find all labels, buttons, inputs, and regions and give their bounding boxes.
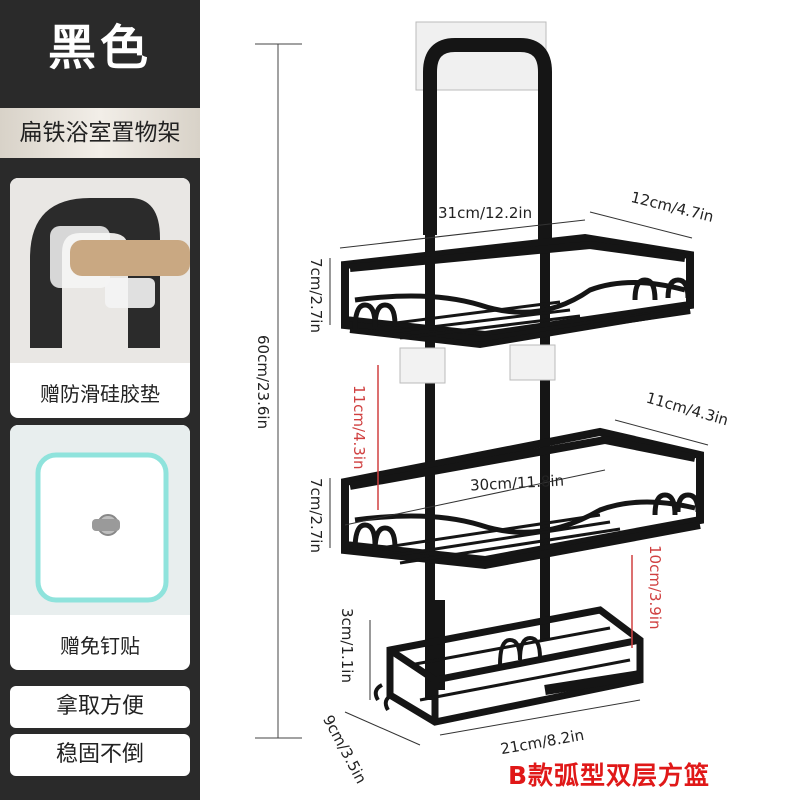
sidebar: 黑色 扁铁浴室置物架 赠防滑硅胶垫 赠免钉贴 拿取方便 稳固不倒 (0, 0, 200, 800)
dim-top-width: 31cm/12.2in (438, 204, 533, 222)
dim-top-shelf-height: 7cm/2.7in (307, 258, 325, 333)
silicone-pad-caption: 赠防滑硅胶垫 (40, 382, 160, 406)
bottom-basket (373, 606, 644, 726)
dim-gap-top: 11cm/4.3in (350, 385, 368, 470)
dim-mid-shelf-height: 7cm/2.7in (307, 478, 325, 553)
feature-easy-access: 拿取方便 (10, 686, 190, 728)
adhesive-hook-photo (10, 425, 190, 615)
shower-rack-illustration (255, 21, 709, 746)
dim-bottom-shelf-height: 3cm/1.1in (338, 608, 356, 683)
middle-basket (341, 427, 704, 570)
product-name-band: 扁铁浴室置物架 (0, 108, 200, 158)
dim-gap-bottom: 10cm/3.9in (646, 545, 664, 630)
silicone-pad-card: 赠防滑硅胶垫 (10, 178, 190, 418)
product-title: B款弧型双层方篮 (508, 761, 711, 790)
feature-stable: 稳固不倒 (10, 734, 190, 776)
dim-total-height: 60cm/23.6in (254, 335, 272, 430)
color-title: 黑色 (47, 20, 152, 76)
adhesive-hook-caption: 赠免钉贴 (60, 634, 140, 658)
adhesive-hook-card: 赠免钉贴 (10, 425, 190, 670)
total-height-line (255, 43, 302, 739)
gap-lines (377, 365, 633, 648)
silicone-pad-photo (10, 178, 190, 363)
top-basket (341, 233, 694, 349)
dimension-lines (329, 211, 709, 746)
